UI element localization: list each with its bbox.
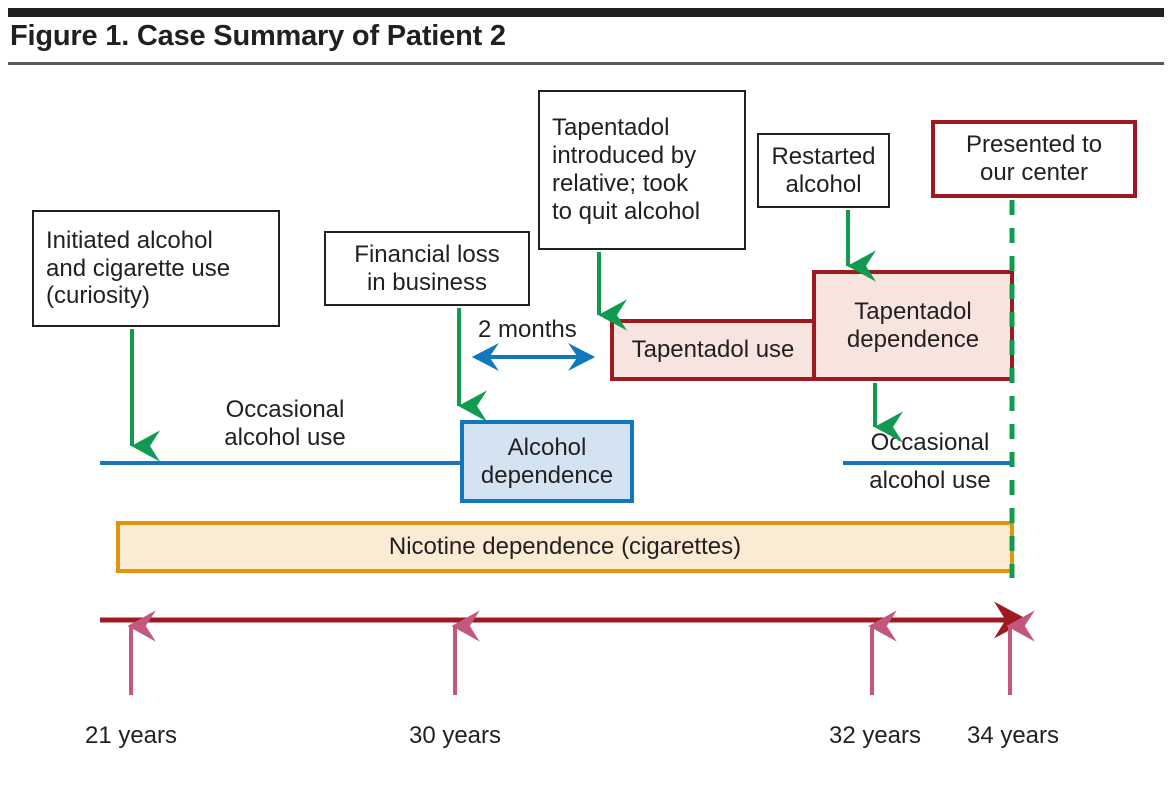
bar-nicotine-dependence: Nicotine dependence (cigarettes)	[116, 521, 1014, 573]
line-occasional-alcohol-left	[100, 461, 462, 465]
caption-occasional-alcohol-left: Occasional alcohol use	[224, 396, 346, 452]
bar-alcohol-dependence: Alcohol dependence	[460, 420, 634, 503]
tick-label-34-years: 34 years	[966, 722, 1060, 749]
bar-tapentadol-use: Tapentadol use	[610, 319, 816, 381]
callout-tapentadol-introduced: Tapentadol introduced by relative; took …	[538, 90, 746, 250]
caption-occasional-right-top: Occasional	[870, 429, 990, 456]
header-bottom-rule	[8, 62, 1164, 65]
tick-label-32-years: 32 years	[828, 722, 922, 749]
header-top-rule	[8, 8, 1164, 17]
caption-occasional-right-bottom: alcohol use	[869, 467, 991, 494]
tick-label-21-years: 21 years	[84, 722, 178, 749]
callout-initiated-use: Initiated alcohol and cigarette use (cur…	[32, 210, 280, 327]
callout-presented-to-center: Presented to our center	[931, 120, 1137, 198]
callout-restarted-alcohol: Restarted alcohol	[757, 133, 890, 208]
callout-financial-loss: Financial loss in business	[324, 231, 530, 306]
line-occasional-alcohol-right	[843, 461, 1013, 465]
label-2-months: 2 months	[478, 316, 577, 343]
tick-label-30-years: 30 years	[408, 722, 502, 749]
figure-title: Figure 1. Case Summary of Patient 2	[10, 20, 506, 52]
bar-tapentadol-dependence: Tapentadol dependence	[812, 270, 1014, 381]
